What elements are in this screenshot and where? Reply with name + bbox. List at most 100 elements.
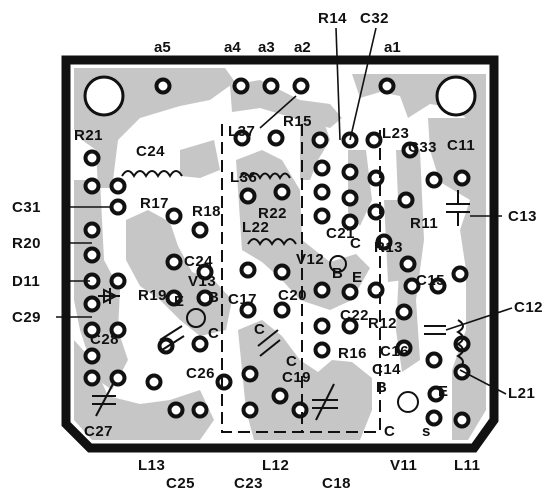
label-a2: a2	[294, 39, 311, 56]
solder-pad	[109, 369, 127, 387]
solder-pad	[239, 301, 257, 319]
solder-pad	[83, 177, 101, 195]
label-a3: a3	[258, 39, 275, 56]
label-c26: C26	[186, 365, 215, 382]
transistor-v12	[329, 255, 347, 273]
coil-l24	[121, 170, 183, 178]
solder-pad	[453, 411, 471, 429]
label-a4: a4	[224, 39, 241, 56]
label-r20: R20	[12, 235, 41, 252]
label-r19: R19	[138, 287, 167, 304]
label-c17: C17	[228, 291, 257, 308]
solder-pad	[83, 347, 101, 365]
label-c: C	[286, 353, 297, 370]
label-c12: C12	[514, 299, 543, 316]
solder-pad	[196, 289, 214, 307]
solder-pad	[273, 301, 291, 319]
diode-d11	[98, 288, 120, 304]
solder-pad	[145, 373, 163, 391]
label-r12: R12	[368, 315, 397, 332]
label-c16: C16	[380, 343, 409, 360]
label-l11: L11	[454, 457, 481, 474]
leader-c32	[349, 27, 377, 141]
capacitor-c12	[424, 325, 446, 335]
label-c: C	[208, 325, 219, 342]
solder-pad	[165, 207, 183, 225]
solder-pad	[215, 373, 233, 391]
label-l22: L22	[242, 219, 269, 236]
trimmer-c18	[312, 383, 338, 421]
leader-c12	[445, 307, 513, 331]
solder-pad	[313, 281, 331, 299]
solder-pad	[239, 261, 257, 279]
solder-pad	[109, 321, 127, 339]
solder-pad	[191, 221, 209, 239]
label-a5: a5	[154, 39, 171, 56]
solder-pad	[395, 339, 413, 357]
solder-pad	[341, 213, 359, 231]
solder-pad	[273, 263, 291, 281]
mounting-holes	[83, 75, 477, 117]
solder-pad	[83, 369, 101, 387]
solder-pad	[395, 303, 413, 321]
label-c14: C14	[372, 361, 401, 378]
solder-pad	[341, 283, 359, 301]
solder-pad	[313, 317, 331, 335]
label-c22: C22	[340, 307, 369, 324]
solder-pad	[109, 272, 127, 290]
label-e: E	[352, 269, 363, 286]
leader-r14	[335, 27, 341, 141]
label-r16: R16	[338, 345, 367, 362]
label-r21: R21	[74, 127, 103, 144]
label-c21: C21	[326, 225, 355, 242]
label-r13: R13	[374, 239, 403, 256]
mounting-hole-right	[435, 75, 477, 117]
solder-pad	[291, 401, 309, 419]
solder-pad	[401, 141, 419, 159]
label-r18: R18	[192, 203, 221, 220]
component-symbols	[92, 124, 470, 433]
solder-pad	[451, 265, 469, 283]
capacitor-c13	[446, 190, 470, 226]
label-c28: C28	[90, 331, 119, 348]
solder-pad	[191, 335, 209, 353]
label-c24: C24	[184, 253, 213, 270]
solder-pad	[341, 317, 359, 335]
solder-pad	[365, 131, 383, 149]
solder-pad	[429, 277, 447, 295]
label-b: B	[376, 379, 387, 396]
label-c18: C18	[322, 475, 351, 492]
solder-pad	[109, 177, 127, 195]
coil-l21	[456, 319, 464, 369]
label-c13: C13	[508, 208, 537, 225]
label-c11: C11	[447, 137, 475, 154]
solder-pad	[425, 409, 443, 427]
solder-pad	[165, 253, 183, 271]
solder-pad	[427, 385, 445, 403]
label-v12: V12	[296, 251, 324, 268]
solder-pad	[273, 183, 291, 201]
label-c29: C29	[12, 309, 41, 326]
label-r22: R22	[258, 205, 287, 222]
solder-pad	[313, 183, 331, 201]
solder-pad	[311, 131, 329, 149]
label-c: C	[254, 321, 265, 338]
label-r17: R17	[140, 195, 169, 212]
solder-pad	[83, 246, 101, 264]
solder-pad	[397, 191, 415, 209]
label-c: C	[350, 235, 361, 252]
solder-pad	[157, 337, 175, 355]
label-r14: R14	[318, 10, 347, 27]
label-c24: C24	[136, 143, 165, 160]
leader-l21	[459, 369, 507, 395]
solder-pad	[262, 77, 280, 95]
label-r15: R15	[283, 113, 312, 130]
solder-pad	[453, 169, 471, 187]
solder-pad	[313, 207, 331, 225]
label-c32: C32	[360, 10, 389, 27]
solder-pads	[83, 77, 471, 429]
mounting-hole-left	[83, 75, 125, 117]
solder-pad	[378, 77, 396, 95]
